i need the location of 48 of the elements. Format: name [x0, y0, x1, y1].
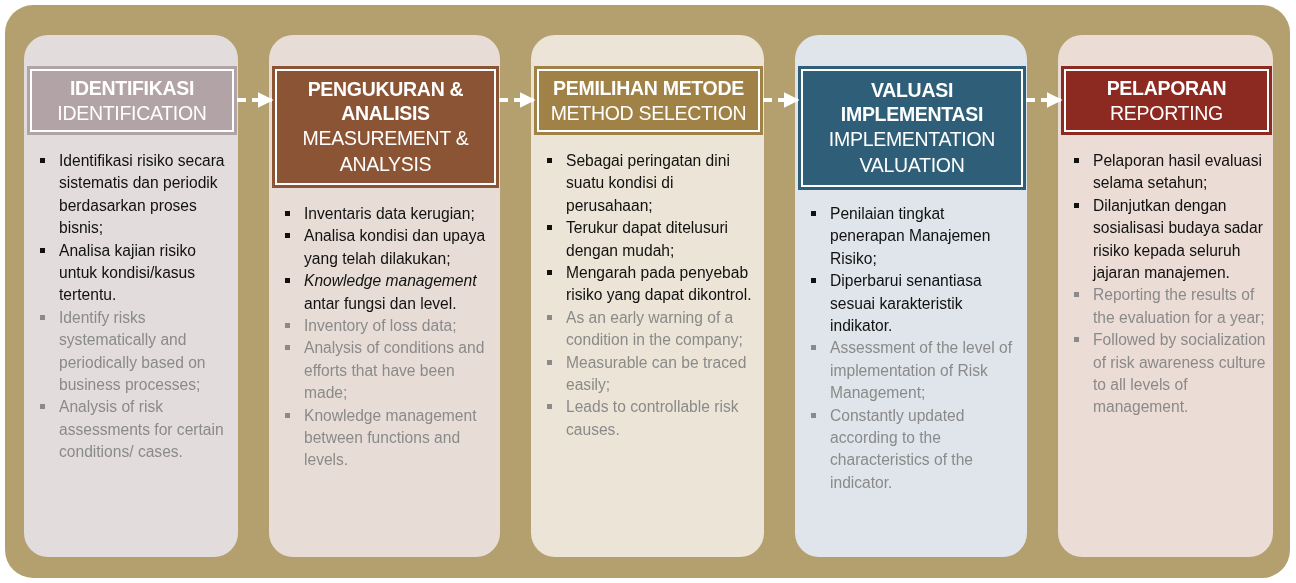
bullet-text: Analisa kajian risiko untuk kondisi/kasus tertentu. [36, 239, 232, 307]
bullet-text: Sebagai peringatan dini suatu kondisi di perusahaan; [543, 150, 758, 218]
step-heading-banner [272, 66, 499, 188]
bullet-text: Dilanjutkan dengan sosialisasi budaya sadar risiko kepada seluruh jajaran manajemen. [1070, 194, 1267, 285]
step-heading-banner [1061, 66, 1272, 135]
heading-subtitle: IMPLEMENTATION VALUATION [827, 127, 997, 178]
heading-subtitle: REPORTING [1109, 100, 1224, 126]
dashed-arrow [499, 92, 536, 108]
bullet-text: Assessment of the level of implementation of Risk Management; [807, 337, 1021, 405]
bullet-text: Pelaporan hasil evaluasi selama setahun; [1070, 150, 1267, 195]
step-card [269, 35, 500, 557]
bullet-text: As an early warning of a condition in the company; [543, 306, 758, 352]
dashed-arrow [1026, 92, 1063, 108]
bullet-text: Constantly updated according to the characteristics of the indicator. [807, 404, 1021, 495]
bullet-text: Penilaian tingkat penerapan Manajemen Risiko; [807, 203, 1021, 271]
step-heading-banner [27, 66, 237, 135]
bullet-text: Reporting the results of the evaluation for a year; [1070, 284, 1267, 330]
bullet-text: Followed by socialization of risk awareness culture to all levels of management. [1070, 329, 1267, 419]
step-card [795, 35, 1027, 557]
bullet-text: Knowledge management antar fungsi dan level. [281, 270, 494, 316]
heading-title: IDENTIFIKASI [68, 75, 196, 100]
bullet-text: Leads to controllable risk causes. [543, 396, 758, 442]
step-heading-banner [534, 66, 763, 135]
step-card [531, 35, 764, 557]
step-card [24, 35, 238, 557]
heading-title: PEMILIHAN METODE [552, 75, 745, 100]
bullet-text: Diperbarui senantiasa sesuai karakteristik indikator. [807, 270, 1021, 338]
bullet-text: Terukur dapat ditelusuri dengan mudah; [543, 217, 758, 263]
bullet-text: Analysis of conditions and efforts that have been made; [281, 337, 494, 405]
heading-subtitle: MEASUREMENT & ANALYSIS [301, 126, 470, 177]
heading-subtitle: IDENTIFICATION [56, 100, 208, 126]
heading-subtitle: METHOD SELECTION [549, 100, 748, 126]
dashed-arrow [763, 92, 800, 108]
bullet-text: Measurable can be traced easily; [543, 351, 758, 397]
dashed-arrow [237, 92, 274, 108]
bullet-text: Mengarah pada penyebab risiko yang dapat dikontrol. [543, 262, 758, 307]
heading-title: VALUASI IMPLEMENTASI [839, 78, 985, 126]
heading-title: PENGUKURAN & ANALISIS [306, 77, 465, 125]
bullet-text: Identifikasi risiko secara sistematis dan periodik berdasarkan proses bisnis; [36, 150, 232, 240]
bullet-text: Analisa kondisi dan upaya yang telah dilakukan; [281, 225, 494, 271]
bullet-text: Inventaris data kerugian; [281, 203, 494, 226]
bullet-text: Analysis of risk assessments for certain conditions/ cases. [36, 396, 232, 464]
step-heading-banner [798, 66, 1026, 190]
bullet-text: Inventory of loss data; [281, 315, 494, 338]
heading-title: PELAPORAN [1105, 75, 1228, 100]
step-card [1058, 35, 1273, 557]
bullet-text: Knowledge management between functions and levels. [281, 404, 494, 472]
bullet-text: Identify risks systematically and periodically based on business processes; [36, 306, 232, 397]
